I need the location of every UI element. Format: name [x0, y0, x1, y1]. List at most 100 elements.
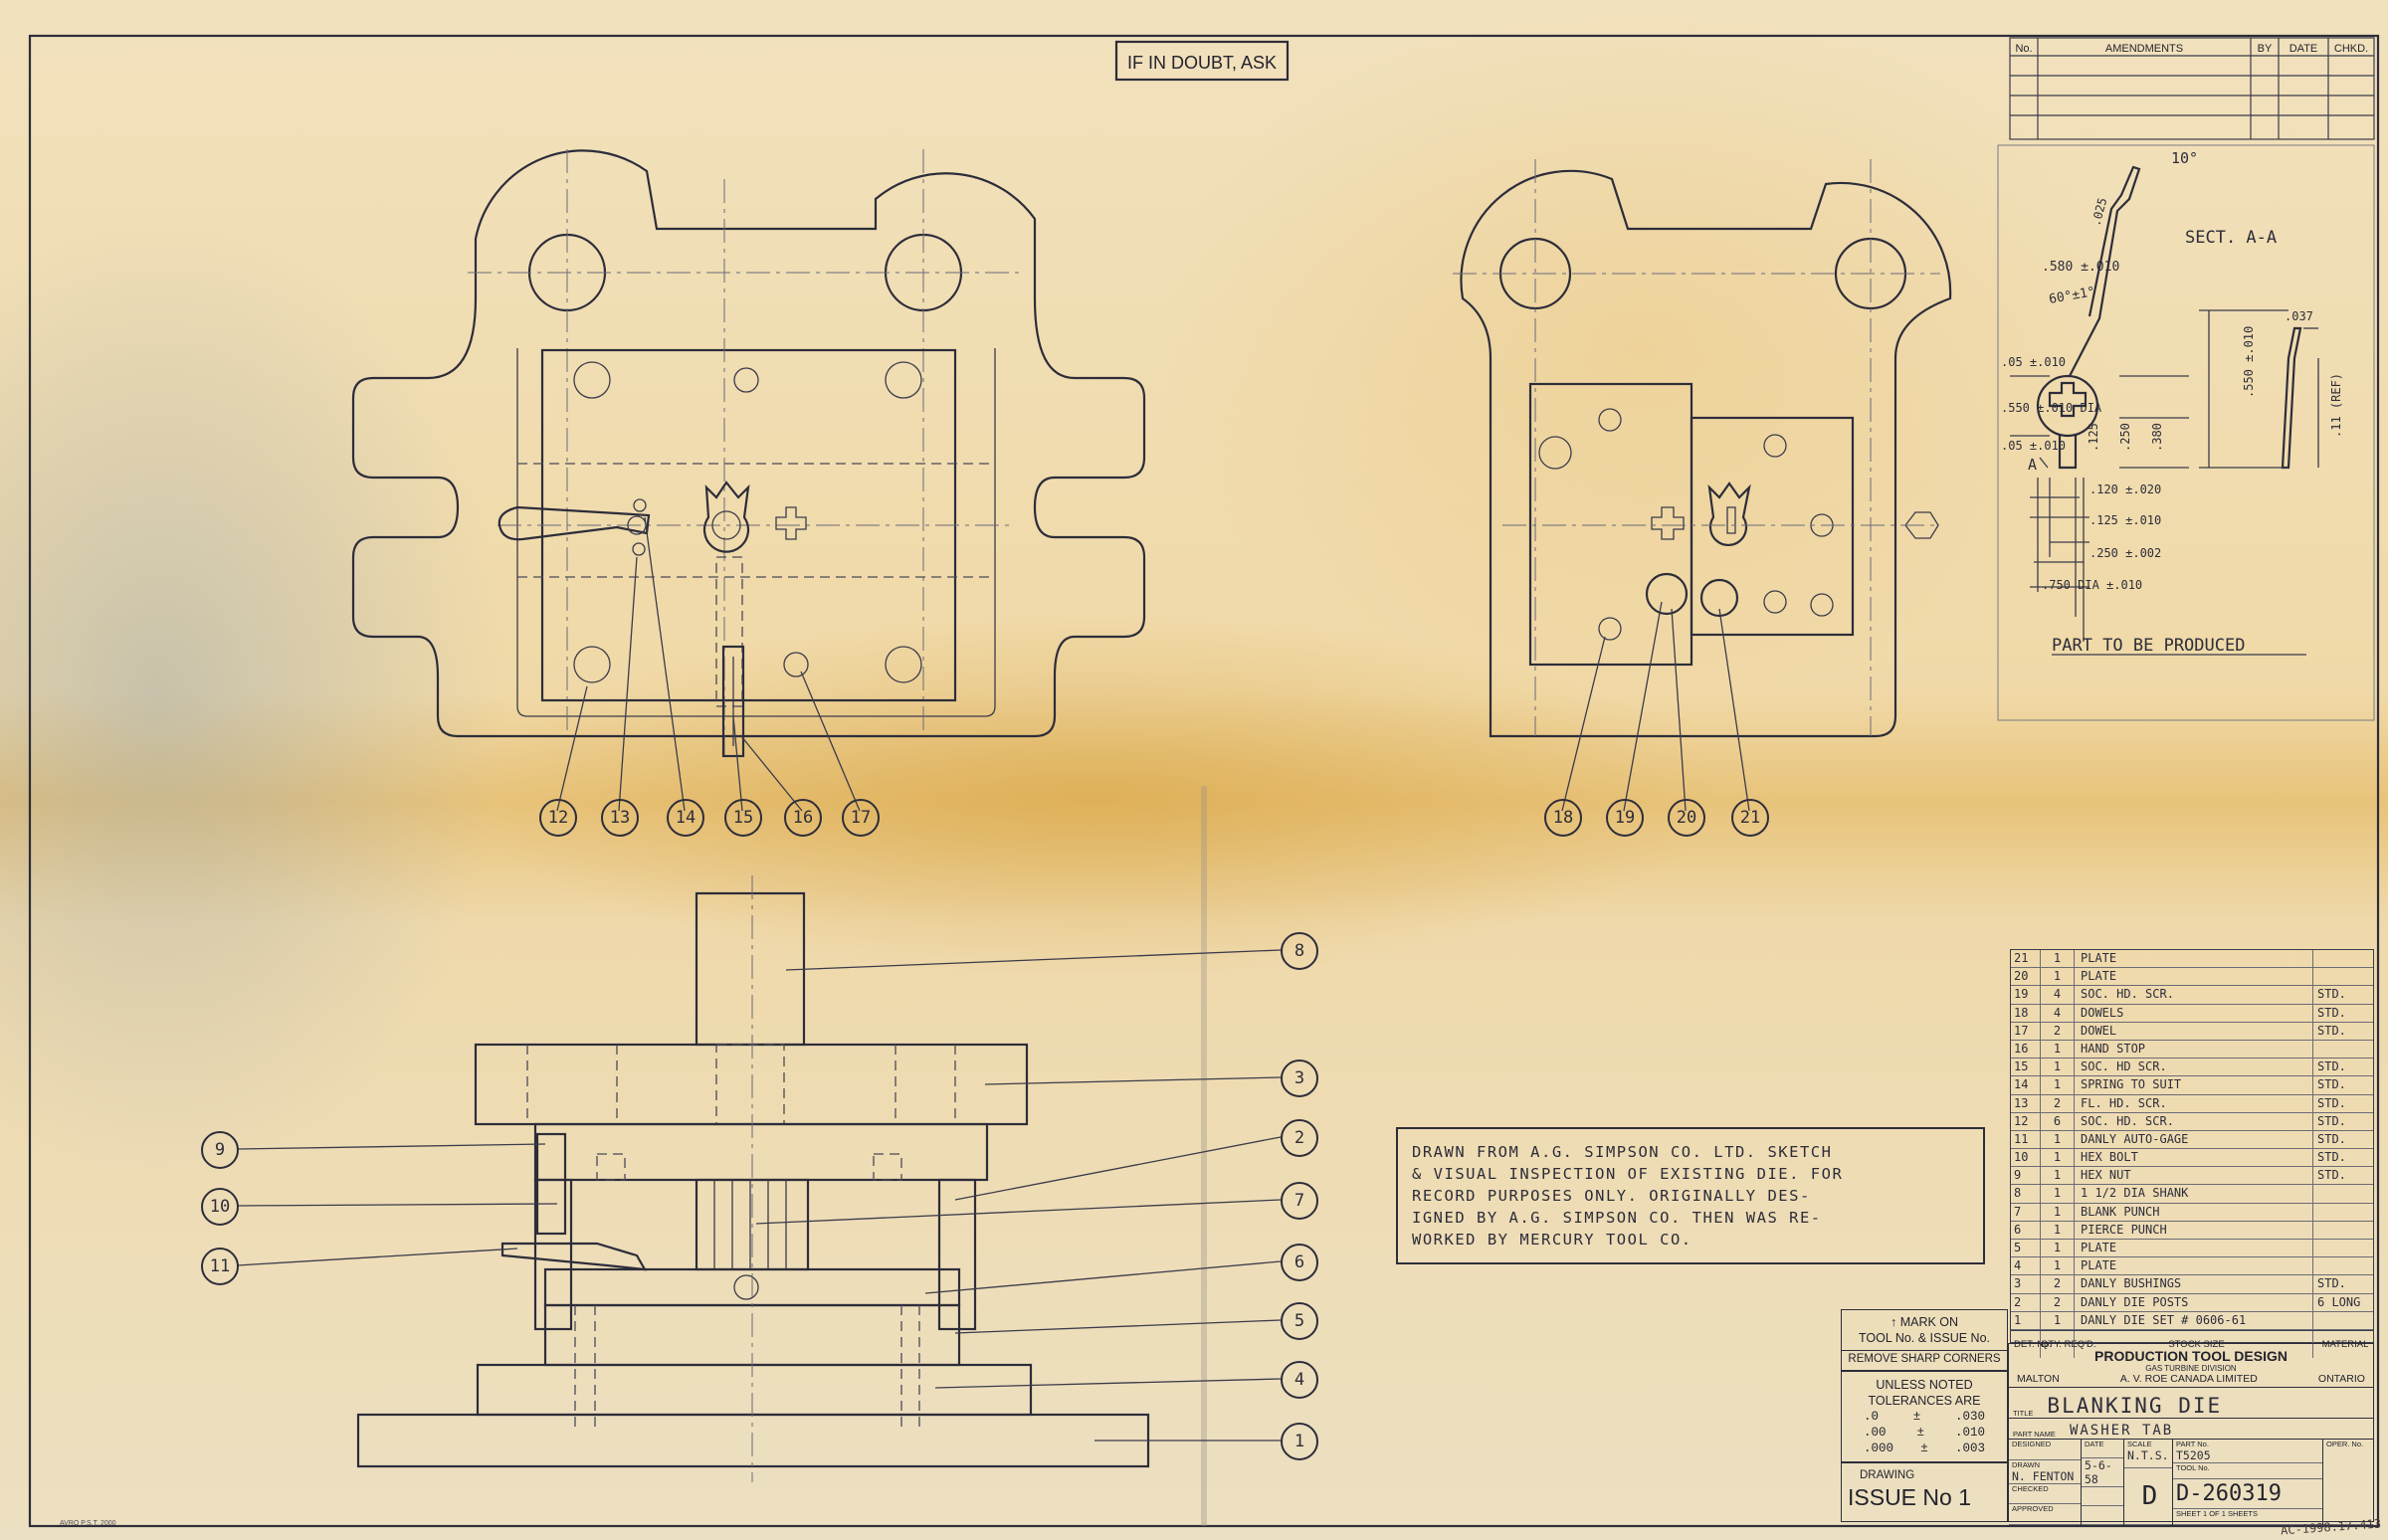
part-material: STD. — [2317, 1059, 2346, 1074]
mark-on-tool-box: ↑ MARK ON TOOL No. & ISSUE No. REMOVE SH… — [1841, 1309, 2008, 1371]
balloon-15: 15 — [724, 799, 762, 837]
balloon-8: 8 — [1281, 932, 1318, 970]
tb-scale: N.T.S. — [2127, 1448, 2169, 1462]
tb-loc-right: ONTARIO — [2317, 1373, 2365, 1385]
tb-part-row: PART NAME WASHER TAB — [2009, 1419, 2373, 1440]
part-description: PLATE — [2075, 950, 2313, 968]
tb-sheet: SHEET 1 OF 1 SHEETS — [2176, 1509, 2258, 1519]
tb-division: GAS TURBINE DIVISION — [2145, 1364, 2237, 1373]
part-washer-tab — [2036, 374, 2099, 438]
note-line-3: RECORD PURPOSES ONLY. ORIGINALLY DES- — [1412, 1187, 1811, 1205]
note-line-5: WORKED BY MERCURY TOOL CO. — [1412, 1231, 1692, 1249]
part-description: HEX BOLT — [2075, 1149, 2313, 1167]
amend-col-no: No. — [2015, 43, 2032, 55]
parts-col-det: DET. No. — [2011, 1330, 2052, 1358]
part-det-no: 13 — [2011, 1094, 2041, 1112]
die-set-outline-right — [1460, 169, 1952, 738]
tb-date-label: DATE — [2085, 1440, 2104, 1448]
amend-col-chkd: CHKD. — [2334, 43, 2368, 55]
parts-col-qty: QTY. REQ'D. — [2041, 1330, 2095, 1358]
tb-title-row: TITLE BLANKING DIE — [2009, 1388, 2373, 1419]
tb-part-name: WASHER TAB — [2069, 1423, 2174, 1439]
part-det-no: 6 — [2011, 1221, 2041, 1239]
tb-part-label: PART NAME — [2013, 1430, 2056, 1439]
plan-view-left — [351, 149, 1146, 758]
tick-025: .025 — [2089, 196, 2109, 228]
note-line-1: DRAWN FROM A.G. SIMPSON CO. LTD. SKETCH — [1412, 1143, 1833, 1161]
amend-col-by: BY — [2258, 43, 2273, 55]
dim-vert-3: .380 — [2150, 423, 2164, 452]
tol-b: ± — [1916, 1426, 1924, 1440]
tb-part-no: T5205 — [2176, 1448, 2211, 1462]
part-det-no: 20 — [2011, 968, 2041, 986]
part-qty: 1 — [2041, 1311, 2075, 1329]
part-det-no: 16 — [2011, 1040, 2041, 1059]
tol-title-1: UNLESS NOTED — [1876, 1378, 1973, 1392]
balloon-16: 16 — [784, 799, 822, 837]
tol-c: .003 — [1954, 1442, 1985, 1455]
tol-c: .030 — [1954, 1410, 1985, 1424]
part-qty: 6 — [2041, 1112, 2075, 1130]
tb-drawn-date: 5-6-58 — [2085, 1458, 2112, 1486]
tol-a: .0 — [1864, 1410, 1880, 1424]
part-material: STD. — [2317, 987, 2346, 1002]
tol-row: .0±.030 — [1842, 1409, 2007, 1425]
part-qty: 1 — [2041, 1130, 2075, 1149]
part-qty: 1 — [2041, 1149, 2075, 1167]
footer-left: AVRO P.S.T. 2000 — [60, 1520, 116, 1527]
dim-left-2: .05 ±.010 — [2001, 439, 2066, 453]
tb-title: BLANKING DIE — [2047, 1394, 2223, 1418]
balloon-11: 11 — [201, 1248, 239, 1285]
part-qty: 4 — [2041, 986, 2075, 1004]
part-det-no: 14 — [2011, 1076, 2041, 1094]
tb-location-row: MALTON A. V. ROE CANADA LIMITED ONTARIO — [2009, 1373, 2373, 1388]
issue-label: DRAWING — [1860, 1469, 1915, 1481]
dim-bottom-1: .125 ±.010 — [2090, 513, 2161, 527]
part-material — [2313, 1185, 2373, 1202]
part-qty: 2 — [2041, 1275, 2075, 1293]
part-description: SOC. HD. SCR. — [2075, 1112, 2313, 1130]
part-material: STD. — [2317, 1150, 2346, 1165]
part-qty: 4 — [2041, 1004, 2075, 1022]
top-left-leaders — [556, 516, 861, 812]
issue-value: ISSUE No 1 — [1848, 1484, 1971, 1510]
section-view-box: SECT. A-A PART TO BE PRODUCED A 10° 60°±… — [1997, 144, 2375, 721]
part-material — [2313, 1312, 2373, 1329]
tb-scale-label: SCALE — [2127, 1440, 2152, 1448]
part-description: DOWEL — [2075, 1022, 2313, 1040]
tol-title-2: TOLERANCES ARE — [1868, 1394, 1981, 1408]
part-description: PLATE — [2075, 1257, 2313, 1275]
balloon-17: 17 — [842, 799, 880, 837]
tol-a: .000 — [1864, 1442, 1894, 1455]
drawing-issue-box: DRAWING ISSUE No 1 — [1841, 1462, 2008, 1522]
part-description: DOWELS — [2075, 1004, 2313, 1022]
tol-b: ± — [1920, 1442, 1928, 1455]
dim-bottom-3: .750 DIA ±.010 — [2042, 578, 2142, 592]
dim-vert-0: .125 — [2087, 423, 2100, 452]
tb-oper-label: OPER. No. — [2326, 1440, 2364, 1448]
part-description: PLATE — [2075, 1240, 2313, 1257]
back-plate — [1690, 416, 1855, 637]
dim-left-1: .550 ±.010 DIA — [2001, 401, 2102, 415]
parts-col-material: MATERIAL — [2321, 1338, 2369, 1350]
balloon-5: 5 — [1281, 1302, 1318, 1340]
tb-drawn-label: DRAWN — [2012, 1459, 2041, 1469]
tol-row: .000 ± .003 — [1842, 1441, 2007, 1456]
part-det-no: 5 — [2011, 1240, 2041, 1257]
part-det-no: 2 — [2011, 1293, 2041, 1311]
part-description: SOC. HD. SCR. — [2075, 986, 2313, 1004]
balloon-10: 10 — [201, 1188, 239, 1226]
shank — [695, 891, 806, 1047]
drawing-note: DRAWN FROM A.G. SIMPSON CO. LTD. SKETCH … — [1396, 1127, 1985, 1264]
part-qty: 1 — [2041, 1257, 2075, 1275]
